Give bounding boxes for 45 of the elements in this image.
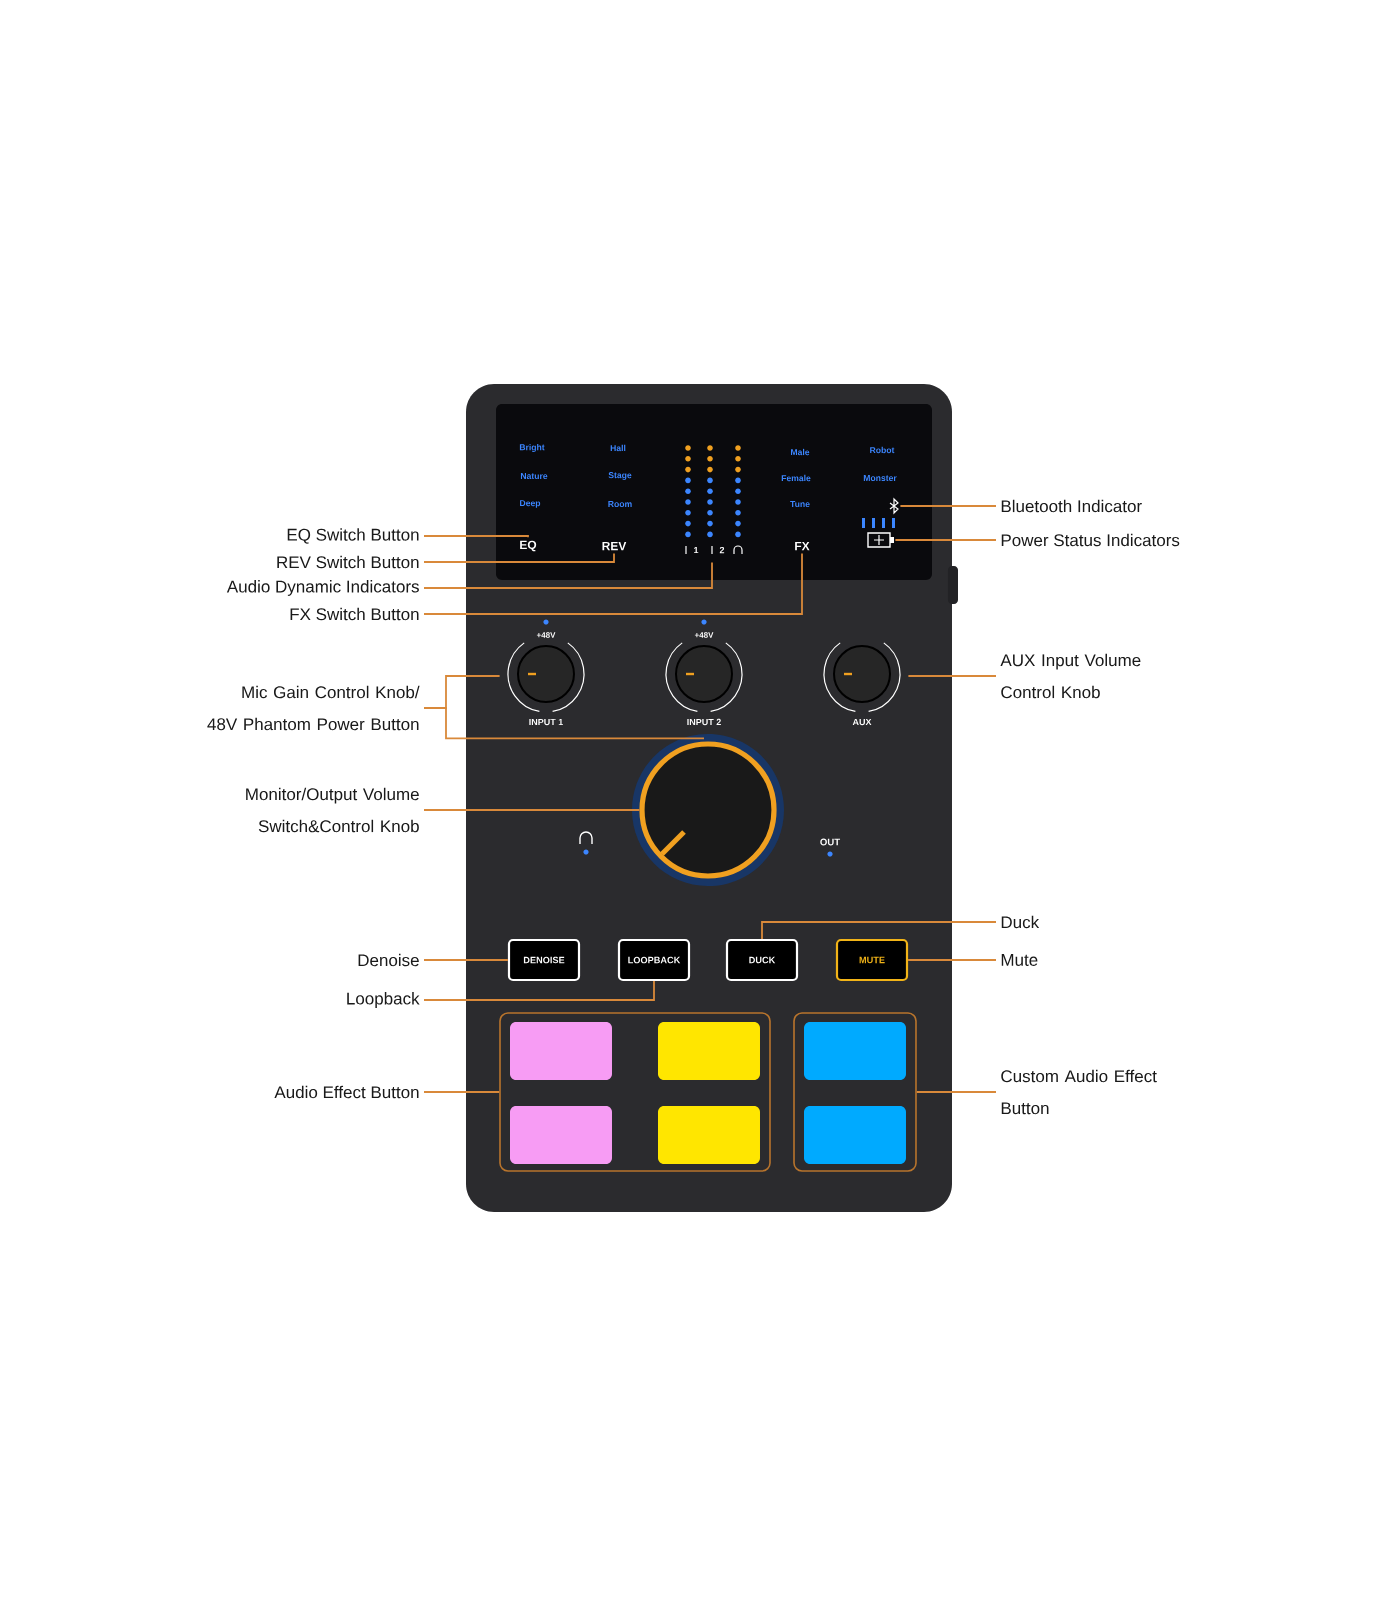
knob [665,642,743,713]
callout-text: AUX Input Volume Control Knob [1000,653,1141,699]
callout-text: Duck [1001,915,1040,929]
callout-text: FX Switch Button [290,607,419,621]
effect-pad [804,1022,906,1080]
volume-knob [632,734,784,886]
level-meter [685,445,741,538]
leader-line [423,809,641,811]
callout-text: Loopback [347,992,420,1008]
callout-text: Audio Effect Button [274,1085,419,1099]
callout-text: REV Switch Button [277,555,419,569]
knob [823,642,901,713]
leader-line [423,552,615,563]
callout-text: EQ Switch Button [287,528,419,544]
pad-group-outline [499,1012,771,1172]
leader-line [423,980,655,1001]
leader-line [899,505,997,507]
leader-line [894,539,997,541]
callout-text: Power Status Indicators [1001,533,1180,547]
effect-pad [658,1106,760,1164]
leader-line [423,552,803,615]
effect-pad [658,1022,760,1080]
callout-text: Mute [1001,954,1038,966]
battery-icon [867,532,894,548]
leader-line [761,921,997,940]
leader-line [907,959,997,961]
leader-line [423,535,529,539]
callout-text: Denoise [358,953,419,967]
knob [507,642,585,713]
callout-text: Audio Dynamic Indicators [226,580,419,596]
effect-pad [510,1022,612,1080]
effect-pad [804,1106,906,1164]
leader-line [423,561,713,589]
callout-text: Custom Audio Effect Button [1001,1069,1157,1115]
effect-pad [510,1106,612,1164]
pad-group-outline [793,1012,917,1172]
leader-line [423,707,705,740]
callout-text: Mic Gain Control Knob/ 48V Phantom Power Button [207,685,420,731]
callout-text: Monitor/Output Volume Switch&Control Knob [246,787,419,833]
leader-line [423,1091,501,1093]
leader-line [423,959,509,961]
callout-text: Bluetooth Indicator [1001,499,1142,513]
leader-line [915,1091,997,1093]
leader-line [907,675,997,677]
bluetooth-icon [889,497,899,515]
